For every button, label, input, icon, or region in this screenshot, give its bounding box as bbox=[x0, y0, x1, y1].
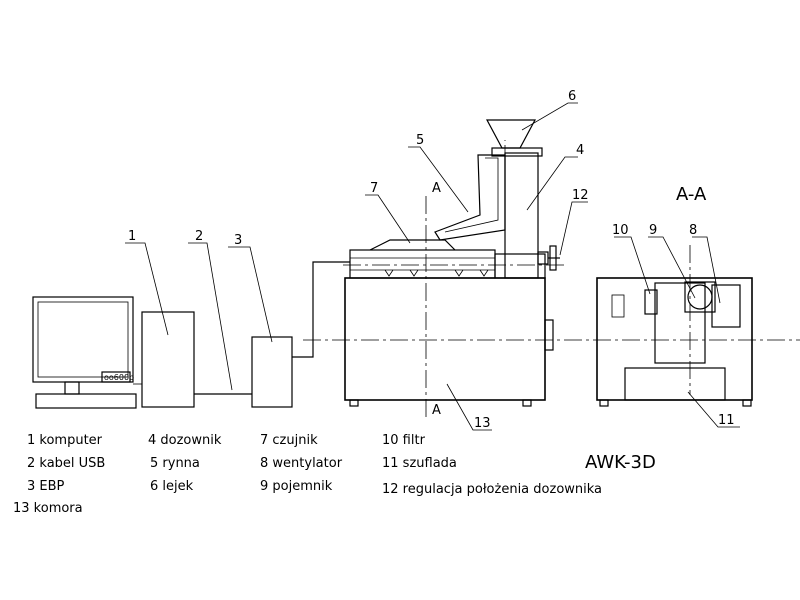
section-filter bbox=[644, 289, 658, 315]
leader-11 bbox=[687, 391, 740, 428]
leader-9 bbox=[648, 236, 696, 299]
callout-12: 12 bbox=[572, 188, 589, 203]
callout-2: 2 bbox=[195, 229, 203, 244]
callout-6: 6 bbox=[568, 89, 576, 104]
monitor-tag-box bbox=[101, 371, 131, 383]
callout-4: 4 bbox=[576, 143, 584, 158]
callout-5: 5 bbox=[416, 133, 424, 148]
sensor-assembly bbox=[349, 239, 546, 279]
callout-7: 7 bbox=[370, 181, 378, 196]
callout-8: 8 bbox=[689, 223, 697, 238]
monitor-stand bbox=[64, 381, 80, 395]
section-view-title: A-A bbox=[676, 184, 707, 205]
callout-numbers: 1 2 3 4 5 6 7 8 9 10 11 12 13 bbox=[128, 89, 735, 431]
callout-1: 1 bbox=[128, 229, 136, 244]
leader-5 bbox=[408, 146, 469, 213]
leader-3 bbox=[228, 246, 273, 343]
chamber-foot-right bbox=[522, 399, 532, 407]
section-side-part bbox=[611, 294, 625, 318]
adjust-wheel bbox=[549, 245, 557, 271]
legend-item: 8 wentylator bbox=[260, 456, 343, 471]
feeder bbox=[491, 147, 560, 279]
legend-item: 3 EBP bbox=[27, 479, 65, 494]
section-chamber bbox=[596, 277, 753, 401]
feeder-column bbox=[504, 152, 539, 279]
section-drawer bbox=[624, 367, 726, 401]
section-view bbox=[596, 245, 753, 407]
leader-8 bbox=[692, 236, 721, 304]
chute-inner bbox=[444, 157, 499, 233]
section-mark-bottom: A bbox=[432, 403, 441, 418]
legend-item: 13 komora bbox=[13, 501, 83, 516]
legend-item: 4 dozownik bbox=[148, 433, 222, 448]
leader-12 bbox=[559, 201, 588, 256]
computer: oo600b bbox=[32, 296, 195, 409]
legend: 1 komputer 2 kabel USB 3 EBP 13 komora 4… bbox=[13, 433, 602, 516]
leader-lines bbox=[125, 102, 740, 431]
leader-1 bbox=[125, 242, 169, 336]
legend-item: 5 rynna bbox=[150, 456, 200, 471]
section-foot-right bbox=[742, 399, 752, 407]
leader-13 bbox=[446, 383, 492, 431]
legend-item: 1 komputer bbox=[27, 433, 103, 448]
legend-item: 2 kabel USB bbox=[27, 456, 105, 471]
callout-10: 10 bbox=[612, 223, 629, 238]
funnel bbox=[485, 119, 537, 149]
leader-10 bbox=[614, 236, 651, 295]
leader-7 bbox=[365, 194, 411, 244]
section-fan bbox=[687, 284, 713, 310]
monitor-tag: oo600b bbox=[104, 373, 134, 382]
callout-13: 13 bbox=[474, 416, 491, 431]
section-foot-left bbox=[599, 399, 609, 407]
callout-3: 3 bbox=[234, 233, 242, 248]
chamber-handle bbox=[544, 319, 554, 351]
callout-9: 9 bbox=[649, 223, 657, 238]
sensor-cable bbox=[292, 261, 350, 358]
leader-2 bbox=[188, 242, 233, 391]
legend-item: 12 regulacja położenia dozownika bbox=[382, 482, 602, 497]
chute bbox=[434, 154, 506, 241]
chamber-foot-left bbox=[349, 399, 359, 407]
monitor-screen bbox=[37, 301, 129, 378]
section-fan-housing bbox=[684, 281, 716, 313]
section-mark-top: A bbox=[432, 181, 441, 196]
leader-6 bbox=[521, 102, 578, 131]
legend-item: 11 szuflada bbox=[382, 456, 457, 471]
callout-11: 11 bbox=[718, 413, 735, 428]
ebp-box bbox=[251, 336, 293, 408]
sensor-housing bbox=[349, 249, 496, 279]
section-container bbox=[654, 282, 706, 364]
legend-item: 9 pojemnik bbox=[260, 479, 333, 494]
sensor-cover bbox=[369, 239, 456, 251]
monitor bbox=[32, 296, 134, 383]
sensor-arrows bbox=[384, 269, 489, 277]
legend-item: 10 filtr bbox=[382, 433, 426, 448]
legend-item: 7 czujnik bbox=[260, 433, 318, 448]
drawing-title: AWK-3D bbox=[585, 452, 656, 473]
leader-4 bbox=[526, 156, 578, 211]
section-fan-outer bbox=[711, 284, 741, 328]
keyboard bbox=[35, 393, 137, 409]
pc-tower bbox=[141, 311, 195, 408]
chamber-body bbox=[344, 277, 546, 401]
legend-item: 6 lejek bbox=[150, 479, 194, 494]
